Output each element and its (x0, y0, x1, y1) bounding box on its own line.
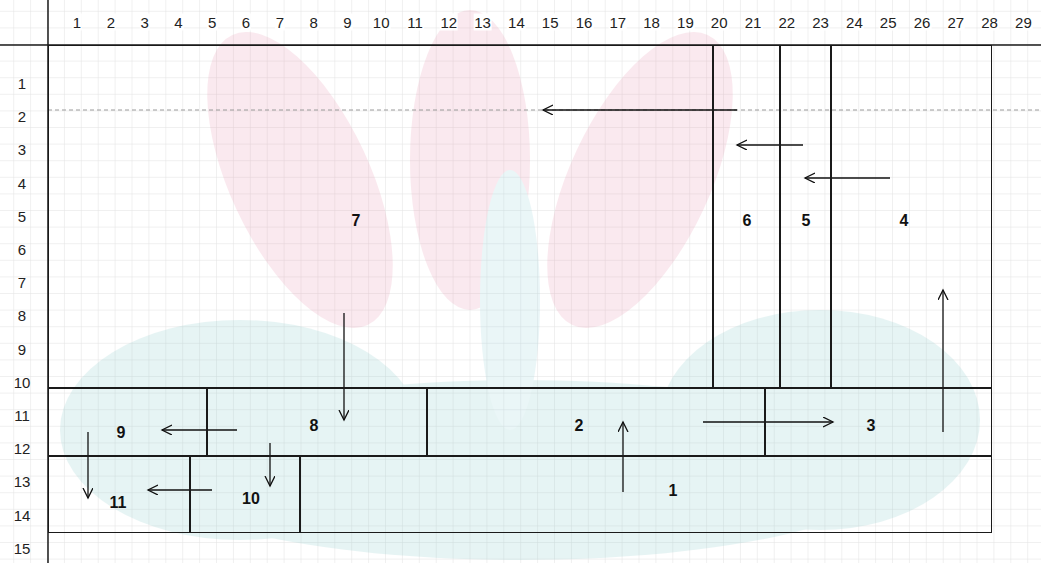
flow-arrow (703, 421, 833, 422)
region-number: 6 (743, 212, 752, 230)
region-number: 5 (802, 212, 811, 230)
column-number: 19 (676, 14, 695, 31)
row-number: 8 (17, 307, 27, 324)
flow-arrow (343, 313, 344, 420)
column-number: 28 (980, 14, 999, 31)
region-number: 7 (352, 212, 361, 230)
row-number: 5 (17, 207, 27, 224)
column-number: 17 (608, 14, 627, 31)
column-number: 26 (913, 14, 932, 31)
column-number: 8 (308, 14, 318, 31)
column-number: 16 (575, 14, 594, 31)
column-number: 10 (372, 14, 391, 31)
watermark (60, 5, 980, 560)
row-number: 1 (17, 75, 27, 92)
row-number: 6 (17, 241, 27, 258)
row-number: 11 (13, 407, 31, 424)
column-number: 23 (811, 14, 830, 31)
region-number: 8 (310, 417, 319, 435)
row-number: 10 (13, 373, 32, 390)
column-number: 5 (207, 14, 217, 31)
region-number: 9 (117, 424, 126, 442)
region-box: 4 (831, 45, 992, 388)
region-box: 1 (300, 456, 992, 533)
column-number: 2 (106, 14, 116, 31)
row-number: 4 (17, 174, 27, 191)
flow-arrow (148, 489, 212, 490)
column-number: 12 (439, 14, 458, 31)
column-number: 15 (541, 14, 560, 31)
column-number: 27 (946, 14, 965, 31)
flow-arrow (87, 432, 88, 498)
region-box: 2 (427, 388, 765, 456)
region-number: 4 (900, 212, 909, 230)
region-box: 10 (190, 456, 300, 533)
row-number: 15 (13, 539, 32, 556)
flow-arrow (737, 144, 803, 145)
column-number: 3 (139, 14, 149, 31)
flow-arrow (543, 109, 737, 110)
flow-arrow (269, 443, 270, 486)
column-number: 4 (173, 14, 183, 31)
column-number: 21 (744, 14, 763, 31)
row-number: 7 (17, 274, 27, 291)
column-number: 18 (642, 14, 661, 31)
region-box: 8 (207, 388, 427, 456)
row-number: 12 (13, 440, 32, 457)
flow-arrow (942, 290, 943, 432)
flow-arrow (162, 429, 237, 430)
row-number: 14 (13, 506, 32, 523)
region-box: 9 (48, 388, 207, 456)
region-number: 3 (867, 417, 876, 435)
column-number: 29 (1014, 14, 1033, 31)
column-number: 25 (879, 14, 898, 31)
region-box: 5 (780, 45, 831, 388)
row-number: 3 (17, 141, 27, 158)
region-box: 3 (765, 388, 992, 456)
region-box: 7 (48, 45, 713, 388)
column-number: 20 (710, 14, 729, 31)
flow-arrow (805, 177, 890, 178)
column-number: 24 (845, 14, 864, 31)
region-box: 11 (48, 456, 190, 533)
column-number: 6 (241, 14, 251, 31)
column-number: 14 (507, 14, 526, 31)
region-number: 1 (669, 482, 678, 500)
column-number: 9 (342, 14, 352, 31)
row-number: 9 (17, 340, 27, 357)
region-number: 10 (242, 490, 260, 508)
column-number: 11 (406, 14, 424, 31)
row-number: 2 (17, 108, 27, 125)
region-box: 6 (713, 45, 780, 388)
column-number: 22 (777, 14, 796, 31)
region-number: 2 (575, 417, 584, 435)
flow-arrow (622, 422, 623, 492)
row-number: 13 (13, 473, 32, 490)
column-number: 7 (275, 14, 285, 31)
column-number: 1 (72, 14, 82, 31)
column-number: 13 (473, 14, 492, 31)
region-number: 11 (110, 494, 127, 512)
